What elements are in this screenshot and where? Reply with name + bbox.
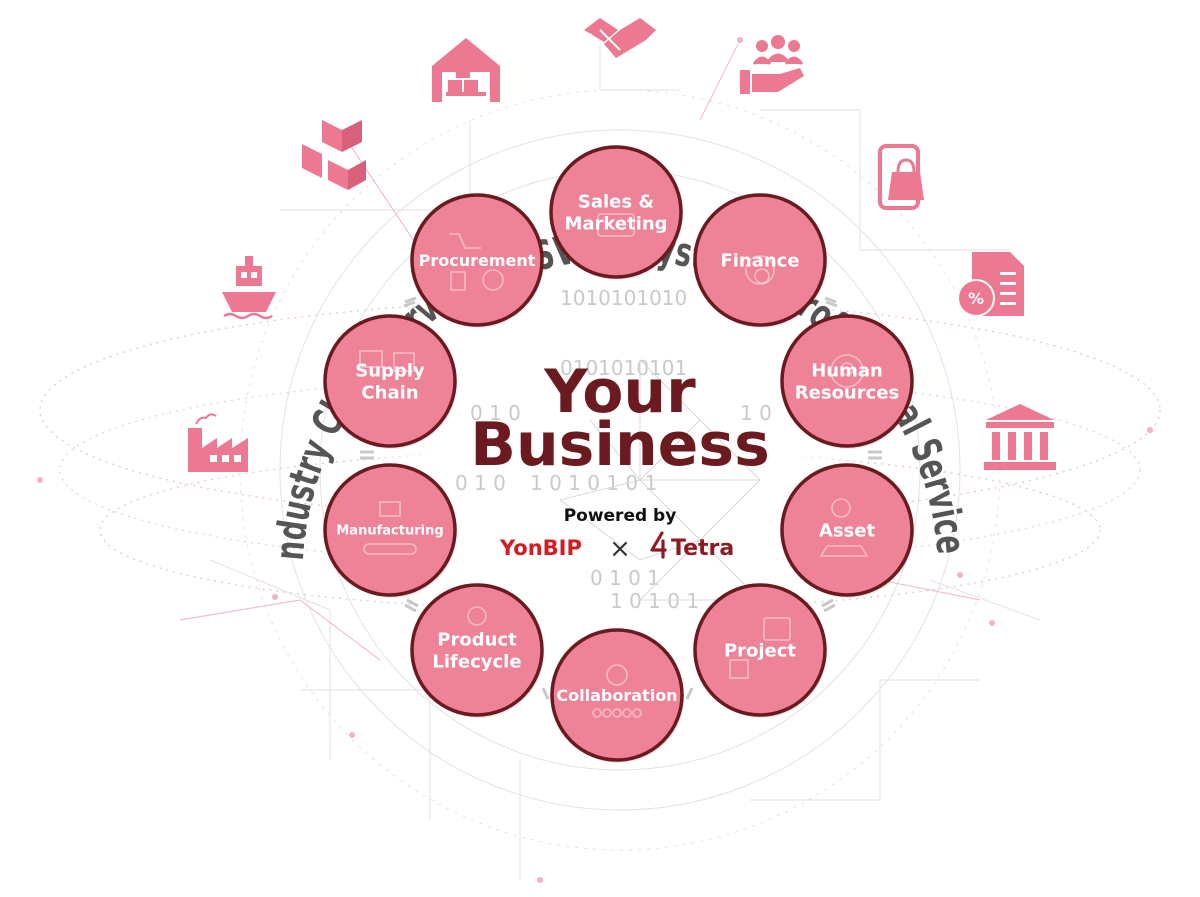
warehouse-icon [432,38,500,102]
module-node: Finance [693,193,827,328]
mobile-shopping-icon [878,144,924,210]
product-lifecycle-gear-icon [467,606,487,626]
module-label: Lifecycle [432,651,521,672]
module-node: Asset [780,463,914,598]
module-circle [323,314,457,448]
factory-icon [188,413,248,472]
module-circle [780,314,914,448]
module-label: Procurement [419,251,536,270]
module-circle [323,463,457,597]
module-circle [550,628,684,762]
svg-text:0101010101: 0101010101 [560,356,687,380]
human-resources-icon [830,354,864,388]
bank-icon [984,404,1056,470]
supply-chain-truck-icon [359,350,415,372]
percent-glyph: % [968,289,984,308]
cargo-ship-icon [222,256,276,320]
module-node: Procurement [410,193,544,328]
center-branding: Your Business Powered by YonBIP × Tetra [470,357,770,564]
module-node: Manufacturing [323,463,457,598]
collaboration-team-icon [592,664,642,718]
module-node: Collaboration [550,628,684,763]
module-circle [549,145,683,279]
module-node: Project [693,583,827,718]
svg-text:0 1 0 1: 0 1 0 1 [590,566,660,590]
center-title-line2: Business [470,410,770,480]
sales-marketing-icon [597,213,635,237]
svg-text:1010101010: 1010101010 [560,286,687,310]
procurement-cart-icon [449,233,504,291]
asset-vehicle-icon [819,498,869,557]
module-label: Product [437,630,517,651]
module-label: Resources [795,382,899,403]
module-label: Supply [355,361,425,382]
module-label: Project [724,640,796,661]
module-node: Sales &Marketing [549,145,683,280]
finance-money-bag-icon [745,255,775,285]
module-label: Manufacturing [336,524,443,539]
tetra-mark-icon [650,531,667,559]
module-label: Collaboration [556,686,677,705]
center-title-line1: Your [543,357,696,427]
svg-text:0 1 0: 0 1 0 [470,401,521,425]
module-ring: Sales &MarketingFinanceHumanResourcesAss… [323,145,914,763]
module-circle [410,193,544,327]
module-label: Marketing [564,213,667,234]
svg-text:0 1 0: 0 1 0 [455,471,506,495]
module-circle [410,583,544,717]
people-hand-icon [740,35,804,94]
outer-icon-set: % [188,18,1056,472]
module-label: Finance [720,250,799,271]
module-label: Sales & [578,192,654,213]
manufacturing-conveyor-icon [363,501,417,555]
module-label: Asset [819,520,876,541]
logo-separator: × [609,534,631,564]
module-label: Human [811,361,883,382]
handshake-icon [584,18,656,58]
yonbip-logo: YonBIP [499,536,582,560]
module-label: Chain [361,382,418,403]
svg-text:1 0: 1 0 [740,401,772,425]
tetra-logo-text: Tetra [671,536,734,561]
module-circle [693,193,827,327]
tetra-logo: Tetra [650,531,734,561]
module-circle [693,583,827,717]
svg-text:1 0 1 0 1: 1 0 1 0 1 [610,589,699,613]
project-calendar-icon [729,617,791,679]
powered-by-label: Powered by [564,506,677,526]
invoice-discount-icon: % [957,252,1024,317]
boxes-icon [302,120,366,190]
module-circle [780,463,914,597]
